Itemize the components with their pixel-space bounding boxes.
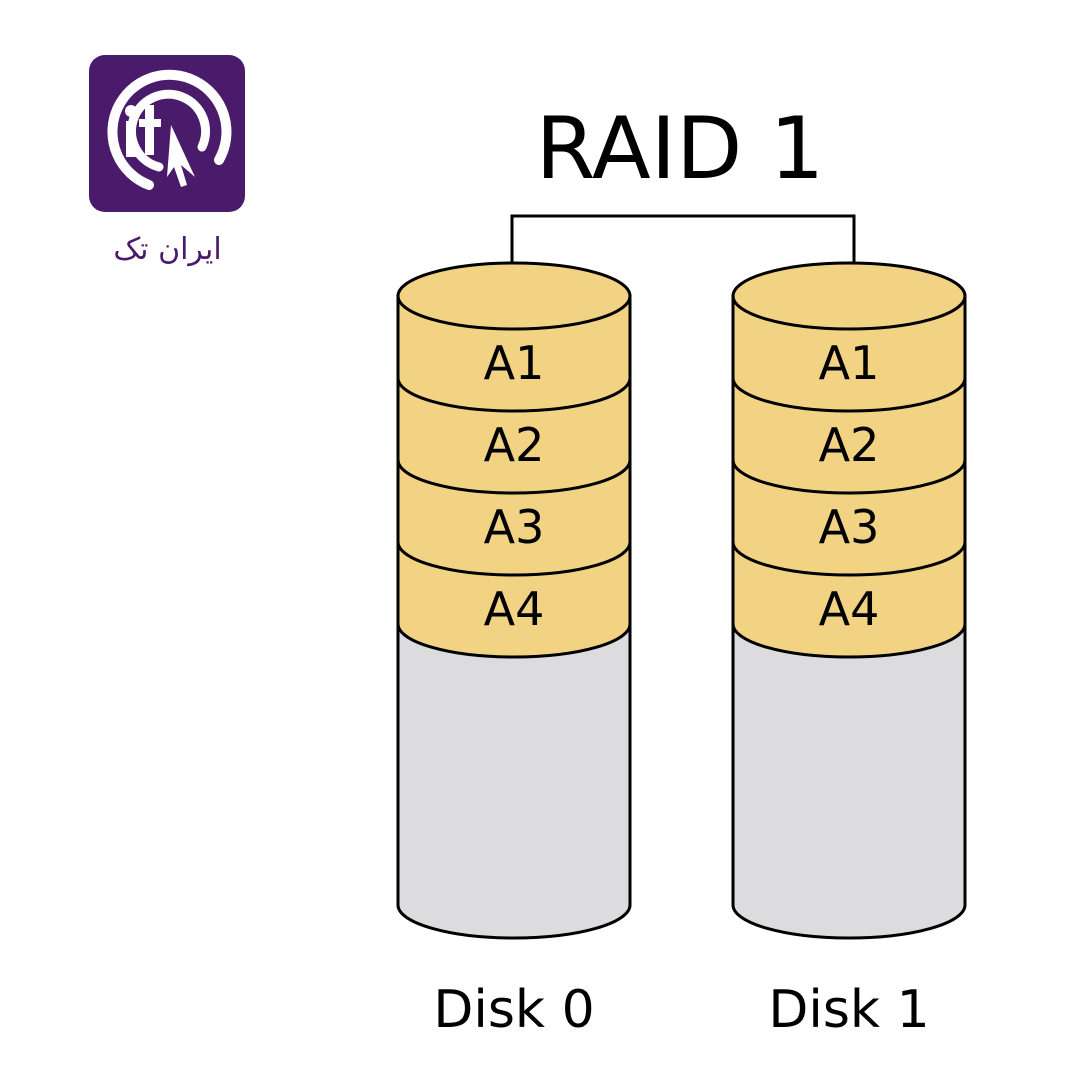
disk-top-cap	[731, 261, 967, 331]
block-label: A2	[819, 418, 880, 472]
brand-name: ایران تک	[113, 232, 222, 267]
block-label: A1	[819, 336, 880, 390]
block-label: A3	[484, 500, 545, 554]
block-label: A4	[819, 582, 880, 636]
disk-name: Disk 0	[433, 980, 594, 1040]
disk-top-cap	[396, 261, 632, 331]
mirror-connector	[510, 214, 856, 296]
irantech-logo-icon	[89, 55, 245, 212]
block-label: A4	[484, 582, 545, 636]
disk-empty-space	[396, 622, 632, 940]
disk-empty-space	[731, 622, 967, 940]
disk-name: Disk 1	[768, 980, 929, 1040]
diagram-title: RAID 1	[536, 99, 825, 199]
block-label: A3	[819, 500, 880, 554]
block-label: A2	[484, 418, 545, 472]
block-label: A1	[484, 336, 545, 390]
